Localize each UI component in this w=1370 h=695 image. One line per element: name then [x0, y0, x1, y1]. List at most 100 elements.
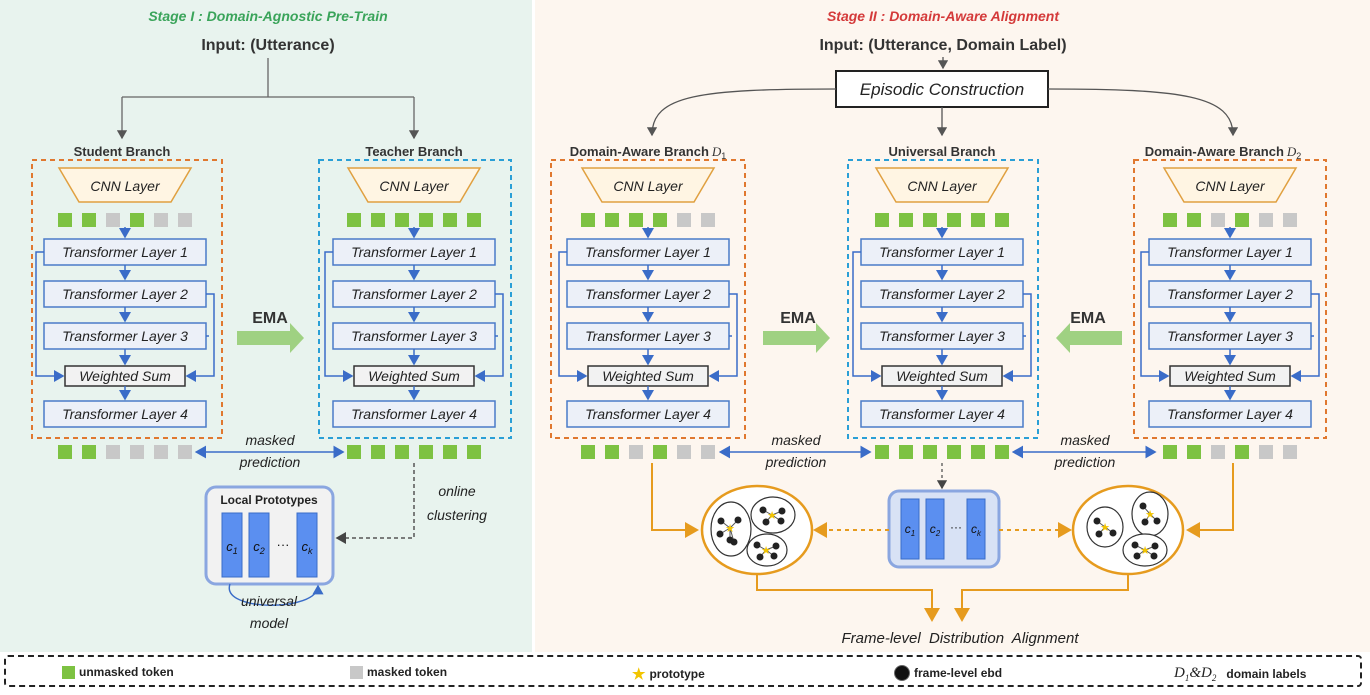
cluster-ellipse-left	[700, 484, 814, 576]
weighted-sum-label: Weighted Sum	[79, 368, 171, 384]
ema-arrow-1	[237, 323, 304, 353]
legend-masked: masked token	[350, 665, 447, 679]
unmasked-token	[605, 445, 619, 459]
prototype-bars-stage2: c1 c2 ··· ck	[900, 498, 986, 560]
unmasked-token	[947, 213, 961, 227]
unmasked-token	[653, 445, 667, 459]
frame-embedding-dot	[1093, 517, 1101, 525]
svg-text:c2: c2	[930, 522, 941, 538]
legend-prototype: ★prototype	[632, 665, 705, 683]
masked-token	[106, 445, 120, 459]
domain-branch-2-box	[1133, 159, 1327, 439]
frame-embedding-dot	[1095, 530, 1103, 538]
frame-embedding-dot	[730, 538, 738, 546]
unmasked-token	[443, 213, 457, 227]
model-label: model	[250, 615, 289, 631]
masked-token	[1259, 445, 1273, 459]
cnn-layer-label: CNN Layer	[379, 178, 450, 194]
episodic-construction-label: Episodic Construction	[860, 80, 1024, 99]
frame-embedding-dot	[770, 552, 778, 560]
unmasked-token	[395, 445, 409, 459]
unmasked-token	[581, 213, 595, 227]
cluster: ★	[716, 516, 742, 546]
frame-embedding-dot	[1133, 552, 1141, 560]
transformer-layer-label: Transformer Layer 2	[351, 286, 477, 302]
universal-label: universal	[241, 593, 298, 609]
unmasked-token	[419, 213, 433, 227]
svg-text:c1: c1	[226, 539, 238, 556]
unmasked-token	[947, 445, 961, 459]
cnn-layer	[580, 167, 716, 203]
unmasked-token	[419, 445, 433, 459]
prototype-bars-stage1: c1 c2 ··· ck	[221, 512, 318, 578]
prototype-star-icon: ★	[1145, 509, 1155, 521]
ema-label-3: EMA	[1070, 310, 1106, 327]
unmasked-token	[1235, 445, 1249, 459]
unmasked-token	[1187, 213, 1201, 227]
masked-token	[1211, 445, 1225, 459]
masked-token	[677, 445, 691, 459]
domain-symbol: D1&D2	[1174, 665, 1217, 683]
cluster: ★	[1093, 517, 1117, 538]
transformer-layer-label: Transformer Layer 2	[62, 286, 188, 302]
stage2-input: Input: (Utterance, Domain Label)	[819, 37, 1066, 54]
cluster: ★	[759, 506, 786, 526]
frame-embedding-dot	[716, 530, 724, 538]
masked-token	[629, 445, 643, 459]
frame-embedding-dot	[777, 517, 785, 525]
transformer-layer	[43, 280, 207, 308]
legend-unmasked: unmasked token	[62, 665, 174, 679]
prototype-star-icon: ★	[1100, 522, 1110, 534]
transformer-layer-label: Transformer Layer 2	[585, 286, 711, 302]
weighted-sum-label: Weighted Sum	[896, 368, 988, 384]
transformer-layer	[566, 322, 730, 350]
student-branch-title: Student Branch	[74, 144, 171, 159]
frame-embedding-dot	[1109, 529, 1117, 537]
transformer-layer	[1148, 238, 1312, 266]
transformer-layer	[1148, 322, 1312, 350]
frame-embedding-dot	[734, 516, 742, 524]
transformer-layer-label: Transformer Layer 2	[1167, 286, 1293, 302]
unmasked-token	[371, 213, 385, 227]
transformer-layer-label: Transformer Layer 3	[351, 328, 477, 344]
prototype-star-icon: ★	[725, 523, 735, 535]
cnn-layer	[874, 167, 1010, 203]
unmasked-token	[443, 445, 457, 459]
unmasked-token	[875, 445, 889, 459]
unmasked-token	[629, 213, 643, 227]
frame-embedding-dot	[1151, 542, 1159, 550]
unmasked-token	[347, 213, 361, 227]
cnn-layer	[1162, 167, 1298, 203]
unmasked-token	[347, 445, 361, 459]
frame-embedding-dot	[1139, 502, 1147, 510]
unmasked-token	[1163, 445, 1177, 459]
unmasked-token	[995, 445, 1009, 459]
svg-text:c2: c2	[253, 539, 265, 556]
transformer-layer-label: Transformer Layer 1	[1167, 244, 1293, 260]
legend-masked-label: masked token	[367, 665, 448, 679]
transformer-layer-label: Transformer Layer 1	[62, 244, 188, 260]
legend-prototype-label: prototype	[649, 667, 705, 681]
dot-icon	[894, 665, 910, 681]
masked-token	[677, 213, 691, 227]
transformer-layer	[332, 400, 496, 428]
transformer-layer	[43, 400, 207, 428]
unmasked-token	[923, 213, 937, 227]
masked-token	[1283, 445, 1297, 459]
legend-unmasked-label: unmasked token	[79, 665, 174, 679]
masked-label-3: masked	[1060, 432, 1110, 448]
svg-text:···: ···	[950, 520, 962, 534]
weighted-sum-label: Weighted Sum	[1184, 368, 1276, 384]
unmasked-token	[467, 445, 481, 459]
cnn-layer-label: CNN Layer	[613, 178, 684, 194]
cluster: ★	[1131, 541, 1159, 560]
transformer-layer-label: Transformer Layer 3	[62, 328, 188, 344]
transformer-layer	[566, 280, 730, 308]
unmasked-token	[467, 213, 481, 227]
frame-embedding-dot	[772, 542, 780, 550]
frame-embedding-dot	[762, 518, 770, 526]
legend: unmasked token masked token ★prototype f…	[4, 655, 1362, 687]
